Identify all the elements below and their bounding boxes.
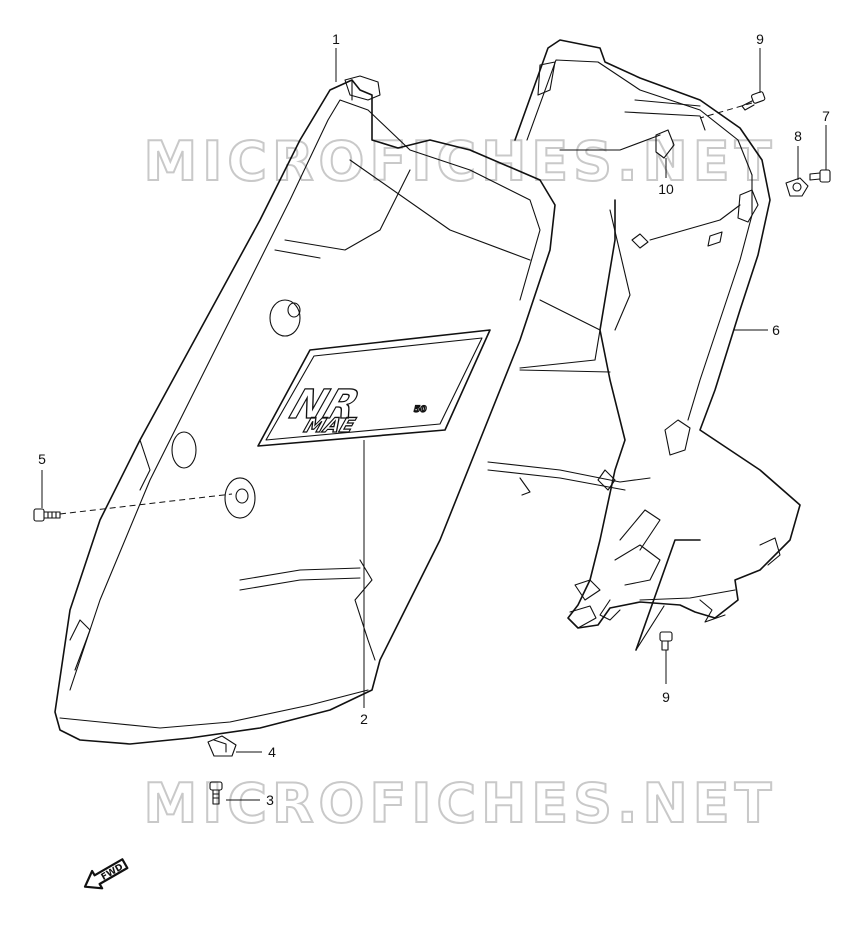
screw-part-3 <box>209 781 223 805</box>
watermark-top: MICROFICHES.NET <box>144 130 777 193</box>
callout-2: 2 <box>360 711 368 727</box>
callout-3: 3 <box>266 792 274 808</box>
screw-part-7 <box>809 169 831 183</box>
screw-part-9-bottom <box>659 631 673 651</box>
callout-1: 1 <box>332 31 340 47</box>
grommet-part-8 <box>785 177 809 197</box>
clip-part-4 <box>207 735 237 757</box>
callout-7: 7 <box>822 108 830 124</box>
leader-lines <box>41 48 827 801</box>
callout-10: 10 <box>658 181 674 197</box>
front-leg-shield <box>54 75 556 745</box>
callout-8: 8 <box>794 128 802 144</box>
callout-9-top: 9 <box>756 31 764 47</box>
screw-part-5 <box>33 508 61 522</box>
callout-5: 5 <box>38 451 46 467</box>
fwd-arrow: FWD <box>83 858 129 890</box>
watermark-bottom: MICROFICHES.NET <box>144 772 777 835</box>
emblem-small-text: 50 <box>414 405 427 415</box>
callout-4: 4 <box>268 744 276 760</box>
inner-leg-shield <box>487 39 801 651</box>
model-emblem: NR MAE 50 <box>257 329 491 447</box>
clip-part-10 <box>655 129 675 159</box>
callout-6: 6 <box>772 322 780 338</box>
screw-part-9-top <box>741 91 766 111</box>
emblem-sub-text: MAE <box>301 414 358 437</box>
callout-9-bottom: 9 <box>662 689 670 705</box>
